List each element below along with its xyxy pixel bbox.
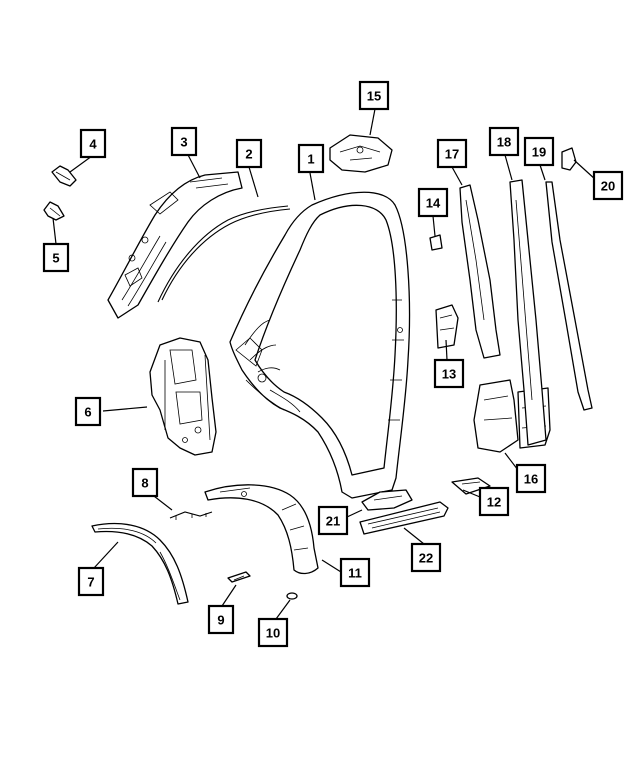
leader-14 [432,215,436,237]
leader-12 [462,489,481,498]
callout-11[interactable]: 11 [339,557,371,588]
svg-text:19: 19 [532,145,546,160]
callout-4[interactable]: 4 [79,128,107,159]
svg-text:18: 18 [497,135,511,150]
svg-text:12: 12 [487,495,501,510]
leader-1 [309,172,316,201]
svg-text:3: 3 [180,135,187,150]
part-12-sill-bracket[interactable] [451,477,491,495]
part-20-clip[interactable] [561,147,577,171]
leader-9 [221,584,237,607]
svg-text:21: 21 [326,514,340,529]
part-10-clip[interactable] [286,592,298,600]
callout-9[interactable]: 9 [207,604,235,635]
callout-1[interactable]: 1 [297,143,325,174]
svg-text:17: 17 [445,147,459,162]
leader-4 [69,155,93,173]
svg-text:8: 8 [141,476,148,491]
part-19-b-pillar-strip[interactable] [545,181,593,411]
callout-10[interactable]: 10 [257,617,289,648]
part-11-wheelhouse-extension[interactable] [204,484,319,575]
leader-13 [445,339,448,361]
part-18-b-pillar-outer[interactable] [509,179,547,446]
callout-12[interactable]: 12 [478,486,510,517]
svg-text:11: 11 [348,566,362,581]
svg-text:5: 5 [52,251,59,266]
leader-18 [504,154,513,181]
leader-6 [102,406,148,412]
leader-15 [369,108,376,136]
leader-5 [52,217,57,245]
part-4-clip[interactable] [51,165,77,187]
part-6-hinge-pillar[interactable] [149,337,217,456]
part-22-sill-panel[interactable] [359,501,449,535]
part-1-door-aperture-frame[interactable] [229,191,411,499]
leader-lines [52,108,597,620]
part-14-bracket[interactable] [429,234,443,251]
part-8-wire-bracket[interactable] [169,511,213,520]
callout-15[interactable]: 15 [358,80,390,111]
callout-5[interactable]: 5 [42,242,70,273]
callout-19[interactable]: 19 [523,136,555,167]
callout-2[interactable]: 2 [235,138,263,169]
callout-21[interactable]: 21 [317,505,349,536]
leader-22 [403,527,425,545]
svg-text:9: 9 [217,613,224,628]
svg-text:7: 7 [87,575,94,590]
callout-14[interactable]: 14 [417,187,449,218]
part-2-rail-strip[interactable] [157,205,291,303]
callout-20[interactable]: 20 [592,170,624,201]
part-7-wheel-arch[interactable] [91,522,189,605]
callout-6[interactable]: 6 [74,396,102,427]
leader-10 [275,599,291,620]
leader-11 [321,559,342,573]
part-13-reinforcement[interactable] [435,304,459,349]
svg-text:13: 13 [442,367,456,382]
svg-text:15: 15 [367,89,381,104]
svg-text:10: 10 [266,626,280,641]
callout-16[interactable]: 16 [515,463,547,494]
leader-19 [539,164,546,181]
callout-3[interactable]: 3 [170,126,198,157]
part-3-a-pillar-reinforcement[interactable] [107,171,243,319]
callout-22[interactable]: 22 [410,542,442,573]
part-15-roof-bracket[interactable] [329,134,393,173]
part-17-b-pillar-inner[interactable] [459,184,501,359]
callout-8[interactable]: 8 [131,467,159,498]
callout-17[interactable]: 17 [436,138,468,169]
part-5-clip[interactable] [43,201,65,221]
svg-text:22: 22 [419,551,433,566]
callout-13[interactable]: 13 [433,358,465,389]
svg-text:20: 20 [601,179,615,194]
leader-21 [346,509,363,518]
svg-text:2: 2 [245,147,252,162]
svg-text:16: 16 [524,472,538,487]
leader-17 [451,166,463,186]
leader-20 [573,159,597,181]
leader-2 [248,166,259,198]
svg-text:6: 6 [84,405,91,420]
svg-text:14: 14 [426,196,441,211]
callout-18[interactable]: 18 [488,126,520,157]
part-9-bracket[interactable] [227,571,251,583]
callout-7[interactable]: 7 [77,566,105,597]
leader-7 [93,541,119,569]
part-21-sill-bracket[interactable] [361,489,413,511]
svg-text:1: 1 [307,152,314,167]
svg-text:4: 4 [89,137,97,152]
